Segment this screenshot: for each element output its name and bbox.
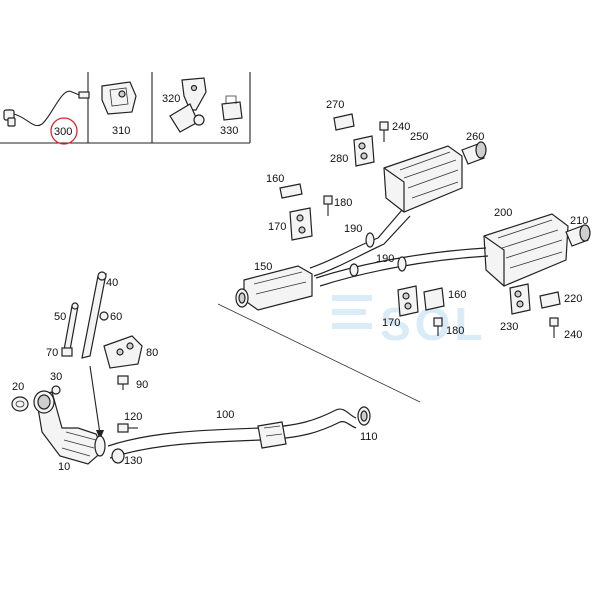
oxygen-sensor-icon[interactable] xyxy=(3,90,90,127)
hanger-280[interactable] xyxy=(353,135,375,167)
bracket-220[interactable] xyxy=(539,291,561,309)
part-number-10[interactable]: 10 xyxy=(58,461,70,473)
part-number-40[interactable]: 40 xyxy=(106,277,118,289)
rear-muffler-left[interactable] xyxy=(383,145,463,213)
part-number-300[interactable]: 300 xyxy=(54,126,72,138)
part-number-200[interactable]: 200 xyxy=(494,207,512,219)
washer-30[interactable] xyxy=(51,385,61,395)
part-number-90[interactable]: 90 xyxy=(136,379,148,391)
header-strip: 300 310 320 330 xyxy=(0,72,251,145)
part-number-170[interactable]: 170 xyxy=(268,221,286,233)
part-number-170-b[interactable]: 170 xyxy=(382,317,400,329)
part-number-120[interactable]: 120 xyxy=(124,411,142,423)
clamp-190-c[interactable] xyxy=(349,263,359,277)
part-number-220[interactable]: 220 xyxy=(564,293,582,305)
assembly-arrow-head xyxy=(96,430,104,440)
hanger-170-b[interactable] xyxy=(397,285,419,317)
part-number-50[interactable]: 50 xyxy=(54,311,66,323)
hanger-170-a[interactable] xyxy=(289,207,313,241)
bracket-270[interactable] xyxy=(333,113,355,131)
part-number-230[interactable]: 230 xyxy=(500,321,518,333)
bolt-70[interactable] xyxy=(61,347,73,357)
part-number-280[interactable]: 280 xyxy=(330,153,348,165)
part-number-240[interactable]: 240 xyxy=(392,121,410,133)
hanger-230[interactable] xyxy=(509,283,531,315)
part-number-110[interactable]: 110 xyxy=(360,431,378,443)
bracket-arm-icon[interactable] xyxy=(169,77,207,133)
part-number-270[interactable]: 270 xyxy=(326,99,344,111)
highlight-ring xyxy=(50,117,78,145)
bolt-180-b[interactable] xyxy=(433,317,443,336)
bracket-160-b[interactable] xyxy=(423,287,445,311)
bolt-120[interactable] xyxy=(117,423,138,433)
catalytic-converter[interactable] xyxy=(33,390,106,465)
part-number-80[interactable]: 80 xyxy=(146,347,158,359)
part-number-70[interactable]: 70 xyxy=(46,347,58,359)
part-number-30[interactable]: 30 xyxy=(50,371,62,383)
washer-60[interactable] xyxy=(99,311,109,321)
mount-bracket-80[interactable] xyxy=(103,335,143,369)
part-number-180-b[interactable]: 180 xyxy=(446,325,464,337)
tailpipe-210[interactable] xyxy=(565,224,591,247)
part-number-130[interactable]: 130 xyxy=(124,455,142,467)
part-number-180[interactable]: 180 xyxy=(334,197,352,209)
clamp-190-b[interactable] xyxy=(397,256,407,272)
part-number-190-b[interactable]: 190 xyxy=(376,253,394,265)
assembly-guide-line xyxy=(217,303,421,403)
sensor-bracket-icon[interactable] xyxy=(101,81,137,115)
part-number-100[interactable]: 100 xyxy=(216,409,234,421)
bolt-240-a[interactable] xyxy=(379,121,389,142)
part-number-250[interactable]: 250 xyxy=(410,131,428,143)
tailpipe-260[interactable] xyxy=(461,141,487,165)
part-number-150[interactable]: 150 xyxy=(254,261,272,273)
part-number-320[interactable]: 320 xyxy=(162,93,180,105)
part-number-20[interactable]: 20 xyxy=(12,381,24,393)
bolt-240-b[interactable] xyxy=(549,317,559,338)
part-number-210[interactable]: 210 xyxy=(570,215,588,227)
bolt-90[interactable] xyxy=(117,375,129,390)
part-number-160-b[interactable]: 160 xyxy=(448,289,466,301)
front-pipe[interactable] xyxy=(107,408,357,459)
bracket-160-a[interactable] xyxy=(279,183,303,199)
part-number-240-b[interactable]: 240 xyxy=(564,329,582,341)
support-arm-40[interactable] xyxy=(81,271,107,359)
bolt-180-a[interactable] xyxy=(323,195,333,216)
part-number-160[interactable]: 160 xyxy=(266,173,284,185)
part-number-60[interactable]: 60 xyxy=(110,311,122,323)
part-number-260[interactable]: 260 xyxy=(466,131,484,143)
part-number-330[interactable]: 330 xyxy=(220,125,238,137)
gasket-20[interactable] xyxy=(11,396,29,412)
gasket-130[interactable] xyxy=(111,448,125,464)
center-resonator[interactable] xyxy=(235,265,313,311)
part-number-190[interactable]: 190 xyxy=(344,223,362,235)
clamp-190-a[interactable] xyxy=(365,232,375,248)
rear-pipes[interactable] xyxy=(309,209,489,287)
clip-icon[interactable] xyxy=(221,95,243,121)
assembly-arrow xyxy=(89,365,101,435)
rear-muffler-right[interactable] xyxy=(483,213,569,287)
clamp-110[interactable] xyxy=(357,406,371,426)
part-number-310[interactable]: 310 xyxy=(112,125,130,137)
watermark-logo-bars xyxy=(332,295,372,329)
